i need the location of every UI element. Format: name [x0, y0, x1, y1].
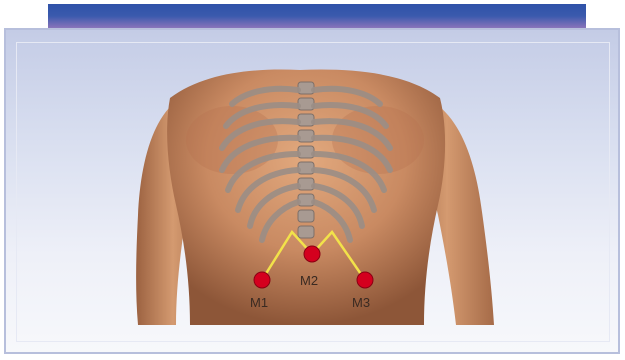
marker-m1 — [254, 272, 270, 288]
marker-m2 — [304, 246, 320, 262]
marker-m3 — [357, 272, 373, 288]
marker-label-m1: M1 — [250, 295, 268, 310]
marker-label-m2: M2 — [300, 273, 318, 288]
marker-label-m3: M3 — [352, 295, 370, 310]
